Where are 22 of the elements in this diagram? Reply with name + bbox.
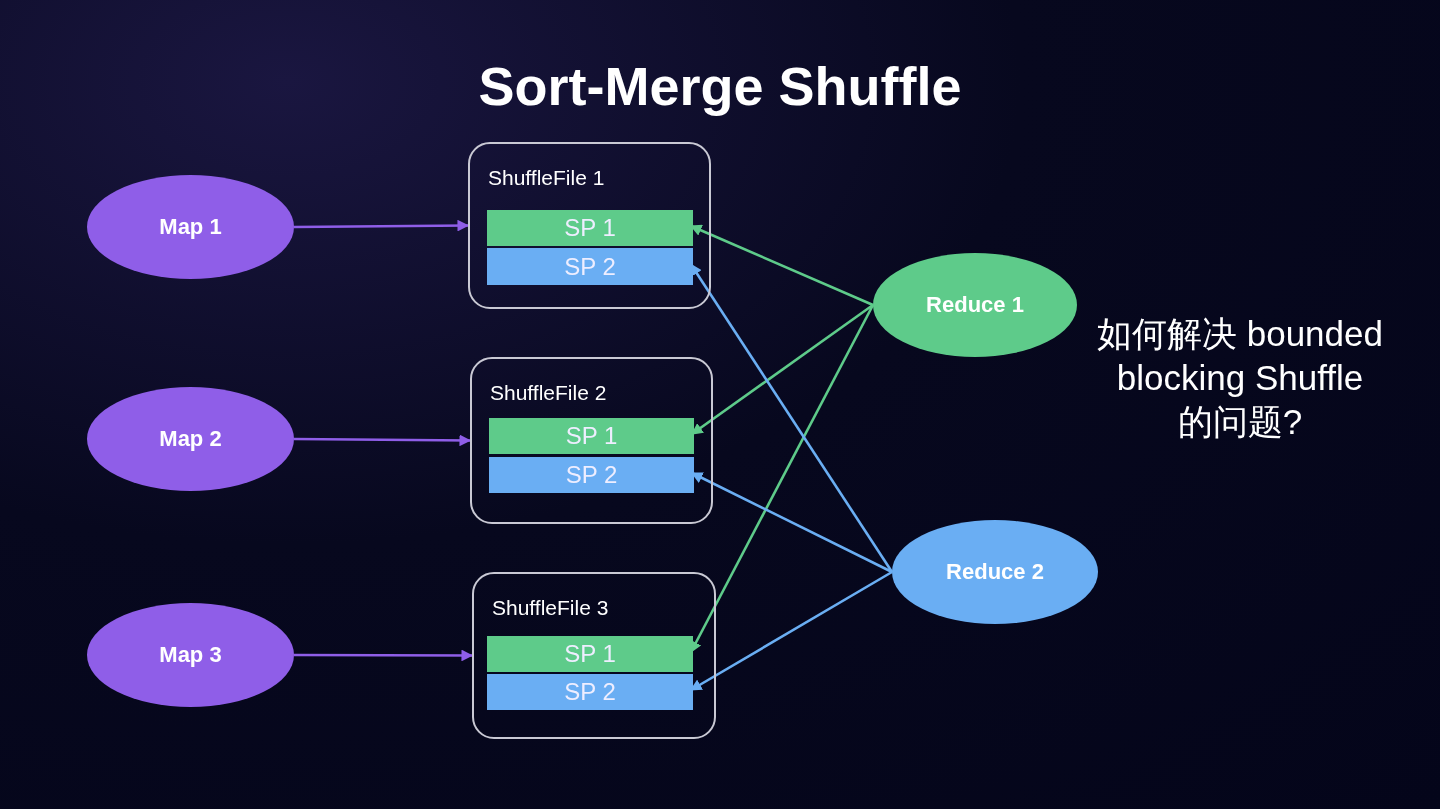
arrow — [294, 434, 472, 447]
partition-bar: SP 1 — [487, 636, 693, 672]
process-ellipse: Reduce 1 — [873, 253, 1077, 357]
partition-bar: SP 2 — [487, 248, 693, 285]
process-ellipse: Map 1 — [87, 175, 294, 279]
file-title: ShuffleFile 3 — [492, 596, 609, 620]
process-ellipse: Reduce 2 — [892, 520, 1098, 624]
shuffle-file-box — [468, 142, 711, 309]
partition-bar: SP 2 — [487, 674, 693, 710]
file-title: ShuffleFile 1 — [488, 166, 605, 190]
partition-bar: SP 1 — [489, 418, 694, 454]
process-ellipse: Map 2 — [87, 387, 294, 491]
question-text: 如何解决 bounded blocking Shuffle 的问题? — [1096, 313, 1384, 443]
shuffle-file-box — [470, 357, 713, 524]
shuffle-file-box — [472, 572, 716, 739]
partition-bar: SP 1 — [487, 210, 693, 246]
slide-title: Sort-Merge Shuffle — [478, 56, 962, 116]
arrow — [294, 219, 470, 232]
file-title: ShuffleFile 2 — [490, 381, 607, 405]
partition-bar: SP 2 — [489, 457, 694, 493]
arrow — [294, 649, 474, 662]
process-ellipse: Map 3 — [87, 603, 294, 707]
